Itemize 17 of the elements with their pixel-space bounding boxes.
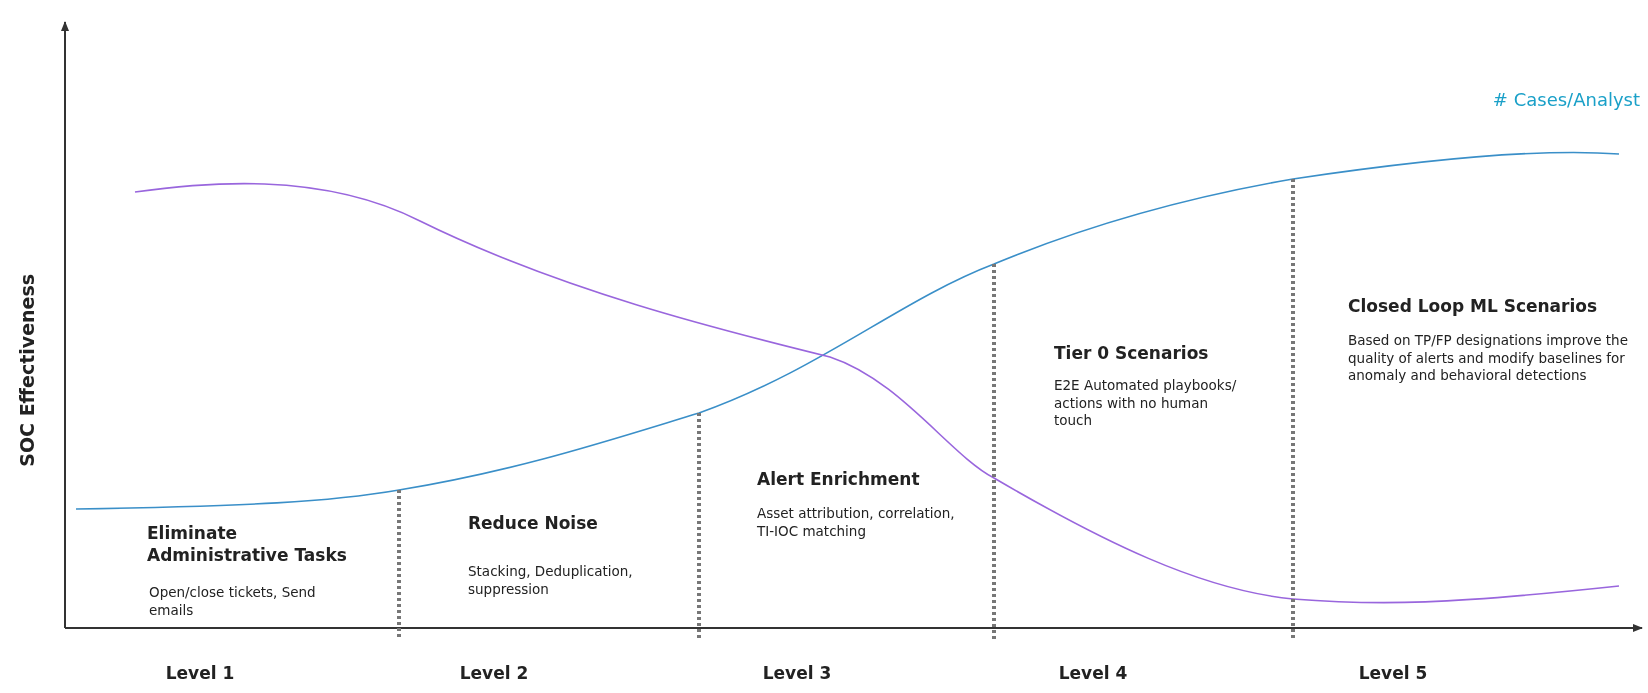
level-label: Level 3 <box>761 662 833 685</box>
series-label: # Cases/Analyst <box>1491 88 1640 112</box>
stage-description: Stacking, Deduplication, suppression <box>468 563 634 599</box>
axis-title: SOC Effectiveness <box>14 272 39 469</box>
stage-description: Asset attribution, correlation, TI-IOC matching <box>757 505 956 541</box>
stage-description: Based on TP/FP designations improve the quality of alerts and modify baselines for anomaly and behavioral detections <box>1348 332 1628 385</box>
stage-heading: Tier 0 Scenarios <box>1054 342 1210 365</box>
level-label: Level 2 <box>458 662 530 685</box>
level-label: Level 4 <box>1057 662 1129 685</box>
stage-heading: Eliminate Administrative Tasks <box>147 522 348 567</box>
stage-description: Open/close tickets, Send emails <box>149 584 317 620</box>
stage-heading: Alert Enrichment <box>757 468 921 491</box>
stage-description: E2E Automated playbooks/ actions with no human touch <box>1054 377 1238 430</box>
level-label: Level 1 <box>164 662 236 685</box>
stage-heading: Closed Loop ML Scenarios <box>1348 295 1599 318</box>
level-label: Level 5 <box>1357 662 1429 685</box>
stage-heading: Reduce Noise <box>468 512 599 535</box>
